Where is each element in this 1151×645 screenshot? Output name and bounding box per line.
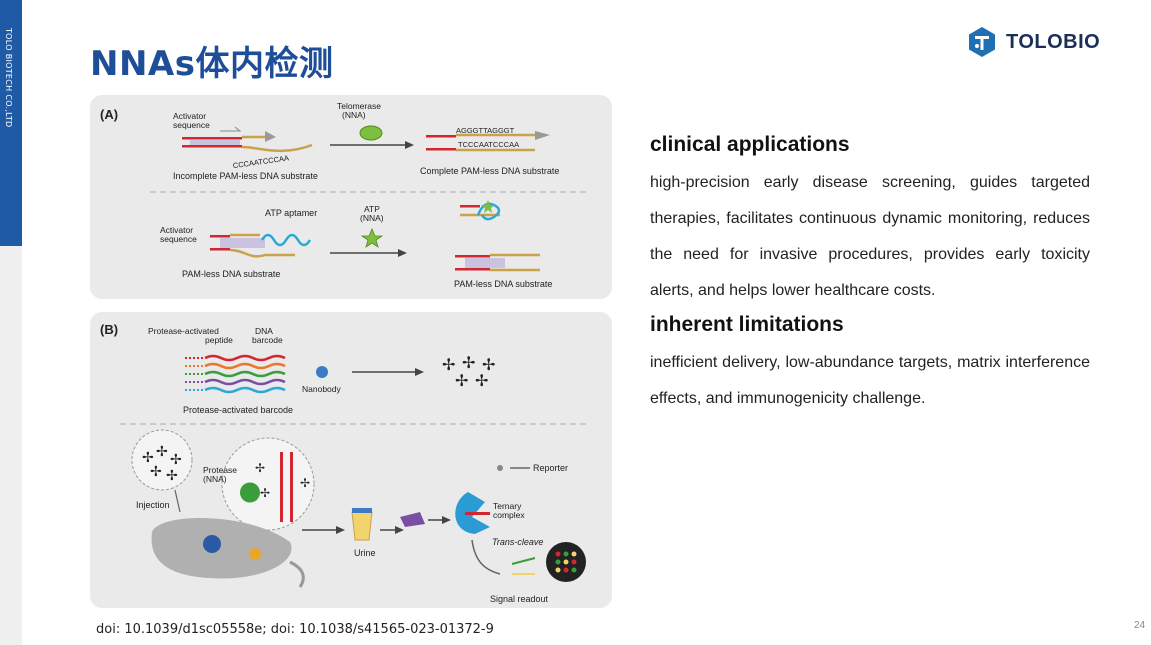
content-column: clinical applications high-precision ear… [650, 133, 1090, 417]
svg-text:✢: ✢ [482, 357, 495, 374]
svg-text:✢: ✢ [442, 357, 455, 374]
svg-text:✢: ✢ [156, 443, 168, 459]
complete-caption: Complete PAM-less DNA substrate [420, 166, 559, 176]
company-vertical-text: TOLO BIOTECH CO.,LTD [4, 28, 13, 128]
logo-text: TOLOBIO [1006, 30, 1101, 53]
svg-text:✢: ✢ [462, 355, 475, 372]
svg-text:✢: ✢ [170, 451, 182, 467]
seq-top: AGGGTTAGGGT [456, 126, 515, 135]
barcode-label: barcode [252, 335, 283, 345]
limitations-text: inefficient delivery, low-abundance targ… [650, 354, 1090, 407]
barcode-fragment-icon [400, 512, 425, 527]
figure-a-label: (A) [100, 107, 118, 122]
activator-label-2: Activator [160, 225, 193, 235]
atp-aptamer-label: ATP aptamer [265, 208, 317, 218]
telomerase-icon [359, 125, 383, 141]
incomplete-caption: Incomplete PAM-less DNA substrate [173, 171, 318, 181]
page-title: NNAs体内检测 [90, 44, 334, 84]
atp-label: ATP [364, 204, 380, 214]
signal-wells [555, 551, 577, 573]
figure-panel-b: (B) Protease-activated peptide DNA barco… [90, 312, 612, 608]
urine-cup-icon [351, 511, 373, 541]
svg-text:✢: ✢ [260, 486, 270, 500]
figure-b-label: (B) [100, 322, 118, 337]
reporter-label: Reporter [533, 463, 568, 473]
hexagon-logo-icon [969, 27, 995, 57]
atp-star-icon [360, 227, 384, 248]
barcode-strands [185, 354, 286, 394]
company-logo: TOLOBIO [966, 26, 1100, 58]
protease-activated-label: Protease-activated [148, 326, 219, 336]
side-bar-accent [0, 0, 22, 246]
nna-label-2: (NNA) [360, 213, 384, 223]
nanobody-label: Nanobody [302, 384, 342, 394]
aptamer-strand [260, 233, 312, 247]
svg-text:✢: ✢ [142, 449, 154, 465]
complex-label: complex [493, 510, 525, 520]
activator-label-1: Activator [173, 111, 206, 121]
limitations-heading: inherent limitations [650, 313, 844, 336]
nna-label-b: (NNA) [203, 474, 227, 484]
clinical-text: high-precision early disease screening, … [650, 174, 1090, 299]
svg-text:✢: ✢ [255, 461, 265, 475]
svg-text:✢: ✢ [475, 373, 488, 390]
peptide-label: peptide [205, 335, 233, 345]
signal-readout-label: Signal readout [490, 594, 549, 604]
page-number: 24 [1134, 620, 1146, 631]
nna-label-1: (NNA) [342, 110, 366, 120]
seq-bottom: TCCCAATCCCAA [458, 140, 519, 149]
injection-label: Injection [136, 500, 170, 510]
barcode-complexes-icon: ✢ ✢ ✢ ✢ ✢ [442, 355, 495, 390]
nanobody-icon [316, 366, 328, 378]
dna-label: DNA [255, 326, 273, 336]
side-bar: TOLO BIOTECH CO.,LTD [0, 0, 22, 645]
figure-panel-a: (A) Activator sequence CCCAATCCCAA Telom… [90, 95, 612, 299]
trans-cleave-label: Trans-cleave [492, 537, 543, 547]
pamless-right-caption: PAM-less DNA substrate [454, 279, 552, 289]
protease-label: Protease [203, 465, 237, 475]
svg-text:✢: ✢ [300, 476, 310, 490]
mouse-body-icon [151, 518, 292, 579]
svg-text:✢: ✢ [166, 467, 178, 483]
sequence-label-1: sequence [173, 120, 210, 130]
figure-a-diagram: (A) Activator sequence CCCAATCCCAA Telom… [100, 101, 590, 289]
svg-text:✢: ✢ [455, 373, 468, 390]
doi-citation: doi: 10.1039/d1sc05558e; doi: 10.1038/s4… [96, 622, 494, 637]
ternary-label: Ternary [493, 501, 522, 511]
injection-bubble [131, 429, 193, 491]
telomerase-label: Telomerase [337, 101, 381, 111]
pamless-left-caption: PAM-less DNA substrate [182, 269, 280, 279]
urine-label: Urine [354, 548, 376, 558]
pa-barcode-label: Protease-activated barcode [183, 405, 293, 415]
seq-red-1: CCCAATCCCAA [232, 153, 289, 170]
svg-text:✢: ✢ [150, 463, 162, 479]
sequence-label-2: sequence [160, 234, 197, 244]
clinical-heading: clinical applications [650, 133, 850, 156]
figure-b-diagram: (B) Protease-activated peptide DNA barco… [100, 322, 590, 604]
